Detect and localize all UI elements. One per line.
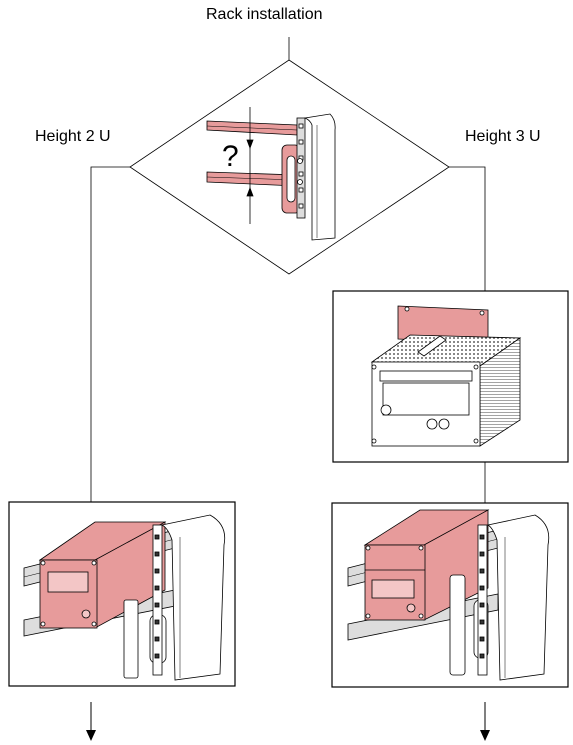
arrow-down-right	[480, 702, 490, 741]
decision-illustration	[206, 107, 336, 241]
question-mark: ?	[222, 140, 239, 173]
arrow-down-left	[86, 702, 96, 741]
step-box-3u-mount	[331, 502, 569, 688]
step-box-3u-cover	[332, 290, 569, 463]
step-box-2u-mount	[8, 501, 236, 687]
branch-label-2u: Height 2 U	[35, 128, 111, 145]
branch-label-3u: Height 3 U	[465, 128, 541, 145]
diagram-title: Rack installation	[206, 6, 323, 23]
